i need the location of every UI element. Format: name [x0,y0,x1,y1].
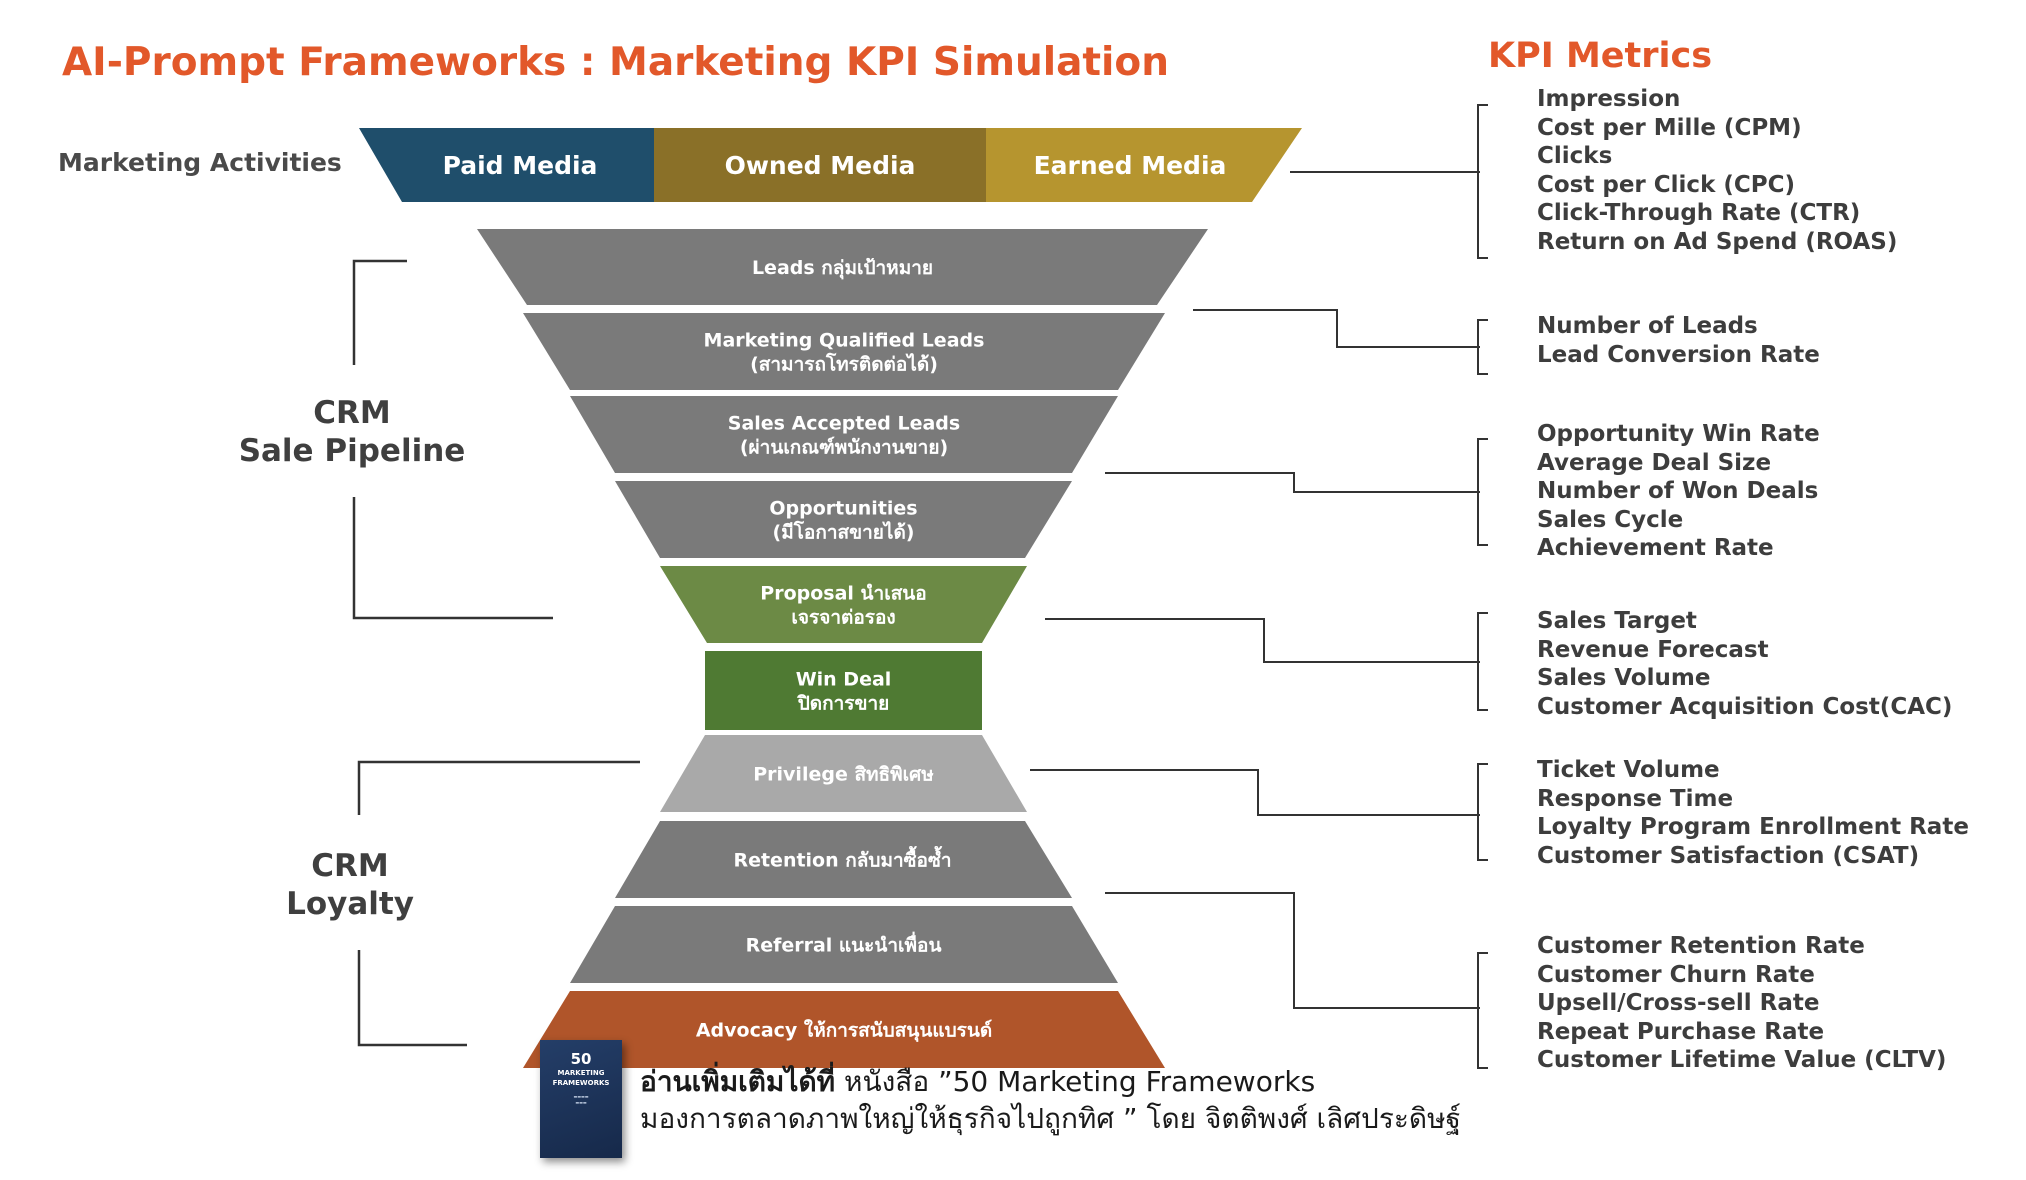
kpi-metric-item: Opportunity Win Rate [1537,421,1820,447]
kpi-metric-item: Average Deal Size [1537,449,1772,476]
funnel-stage-label: Marketing Qualified Leads [704,330,985,352]
media-segment-earned-media: Earned Media [986,128,1302,202]
kpi-metric-item: Ticket Volume [1537,757,1720,783]
marketing-activities-label: Marketing Activities [58,148,342,177]
crm-sale-pipeline-label: CRM Sale Pipeline [202,394,502,470]
page-title: AI-Prompt Frameworks : Marketing KPI Sim… [62,40,1169,85]
kpi-metrics-title: KPI Metrics [1488,36,1713,76]
kpi-metric-item: Number of Leads [1537,313,1758,339]
media-label: Owned Media [725,151,916,180]
connector-lines [352,104,1488,1069]
crm-label-line: Sale Pipeline [238,433,466,469]
kpi-metric-item: Clicks [1537,143,1613,169]
funnel-stage-label: (มีโอกาสขายได้) [773,521,915,544]
funnel-stage-label: Advocacy ให้การสนับสนุนแบรนด์ [696,1019,992,1043]
kpi-metric-item: Customer Acquisition Cost(CAC) [1537,693,1953,720]
kpi-metric-item: Sales Cycle [1537,506,1684,533]
kpi-metric-item: Loyalty Program Enrollment Rate [1537,814,1969,840]
funnel-stage-label: (ผ่านเกณฑ์พนักงานขาย) [740,437,948,459]
crm-label-line: Loyalty [286,886,414,922]
kpi-metric-item: Cost per Mille (CPM) [1537,114,1802,141]
kpi-metric-item: Sales Volume [1537,665,1711,691]
kpi-metric-item: Revenue Forecast [1537,636,1769,663]
kpi-metric-item: Repeat Purchase Rate [1537,1018,1825,1045]
crm-label-line: CRM [313,395,391,431]
book-cover: 50 MARKETING FRAMEWORKS ▬▬▬▬▬▬▬ [540,1040,622,1158]
kpi-metric-item: Customer Satisfaction (CSAT) [1537,842,1920,869]
funnel-stage-label: Sales Accepted Leads [728,413,960,435]
funnel-stage: Opportunities(มีโอกาสขายได้) [615,481,1072,558]
kpi-metric-item: Response Time [1537,785,1734,812]
kpi-metric-item: Achievement Rate [1537,535,1774,561]
book-title-line: MARKETING [557,1069,605,1077]
funnel-stage: Retention กลับมาซื้อซ้ำ [615,821,1072,898]
funnel-stage: Sales Accepted Leads(ผ่านเกณฑ์พนักงานขาย… [570,396,1118,473]
funnel-stage-label: Retention กลับมาซื้อซ้ำ [733,846,951,872]
kpi-metric-item: Click-Through Rate (CTR) [1537,200,1861,226]
footer-reference: อ่านเพิ่มเติมได้ที่ หนังสือ ”50 Marketin… [640,1063,1461,1137]
kpi-metric-item: Impression [1537,86,1681,112]
kpi-metric-item: Customer Churn Rate [1537,961,1815,988]
book-number: 50 [570,1050,592,1068]
funnel-stage-label: ปิดการขาย [797,693,889,715]
funnel-stage-label: Privilege สิทธิพิเศษ [753,764,934,786]
funnel-stage: Referral แนะนำเพื่อน [570,906,1118,983]
media-segment-paid-media: Paid Media [359,128,654,202]
funnel-stage: Advocacy ให้การสนับสนุนแบรนด์ [523,991,1165,1068]
funnel-stage-label: Referral แนะนำเพื่อน [746,932,942,957]
funnel-stage-label: Leads กลุ่มเป้าหมาย [752,257,933,280]
kpi-metric-item: Customer Retention Rate [1537,933,1865,959]
book-title-line: FRAMEWORKS [552,1079,610,1087]
funnel-stage-label: Win Deal [796,669,892,691]
funnel-stage-label: Proposal นำเสนอ [760,583,926,605]
media-label: Paid Media [443,151,598,180]
kpi-metric-item: Cost per Click (CPC) [1537,171,1796,198]
kpi-metric-item: Sales Target [1537,608,1697,634]
funnel-stage: Privilege สิทธิพิเศษ [660,735,1027,812]
footer-line1: หนังสือ ”50 Marketing Frameworks [835,1065,1316,1098]
kpi-metric-item: Number of Won Deals [1537,478,1819,504]
crm-label-line: CRM [311,848,389,884]
kpi-metric-item: Upsell/Cross-sell Rate [1537,990,1820,1016]
funnel-stage-label: เจรจาต่อรอง [791,607,895,629]
funnel-stage-label: Opportunities [769,498,917,520]
kpi-metric-item: Return on Ad Spend (ROAS) [1537,228,1898,255]
funnel-stage: Leads กลุ่มเป้าหมาย [477,229,1208,305]
media-segment-owned-media: Owned Media [654,128,986,202]
funnel-stage: Marketing Qualified Leads(สามารถโทรติดต่… [523,313,1165,390]
footer-line2: มองการตลาดภาพใหญ่ให้ธุรกิจไปถูกทิศ ” โดย… [640,1102,1461,1135]
funnel-stage-label: (สามารถโทรติดต่อได้) [750,353,938,376]
media-label: Earned Media [1034,151,1227,180]
kpi-metric-item: Lead Conversion Rate [1537,341,1820,368]
kpi-metric-item: Customer Lifetime Value (CLTV) [1537,1047,1947,1073]
footer-bold: อ่านเพิ่มเติมได้ที่ [640,1065,836,1098]
crm-loyalty-label: CRM Loyalty [200,847,500,923]
